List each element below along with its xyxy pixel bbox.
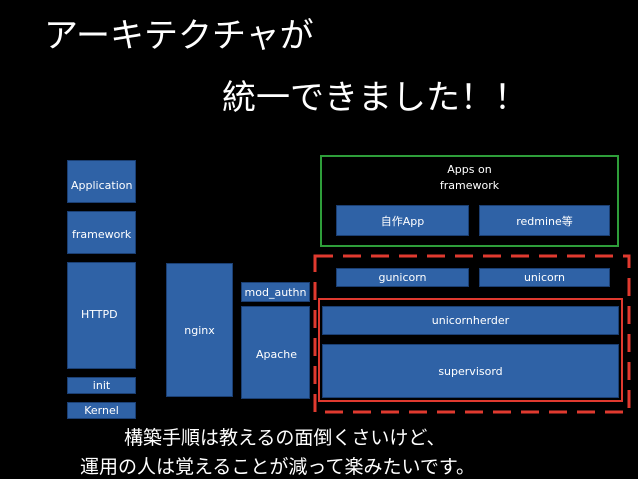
unicornherder-label: unicornherder xyxy=(431,314,510,327)
kernel-box: Kernel xyxy=(67,402,136,419)
redmine-label: redmine等 xyxy=(516,214,573,228)
httpd-label: HTTPD xyxy=(81,308,118,321)
nginx-label: nginx xyxy=(184,323,215,337)
framework-label: framework xyxy=(72,228,132,241)
application-box: Application xyxy=(67,160,136,203)
init-box: init xyxy=(67,377,136,394)
title-line1: アーキテクチャが xyxy=(44,16,314,56)
mod-authn-label: mod_authn xyxy=(244,285,307,299)
apps-frame-label-line2: framework xyxy=(439,179,500,192)
supervisord-label: supervisord xyxy=(438,364,503,378)
mod-authn-box: mod_authn xyxy=(241,282,310,302)
gunicorn-box: gunicorn xyxy=(336,268,469,287)
red-solid-frame xyxy=(318,298,623,402)
footer-line1: 構築手順は教えるの面倒くさいけど、 xyxy=(124,427,446,449)
apps-frame-label-line1: Apps on xyxy=(447,163,492,176)
kernel-label: Kernel xyxy=(84,404,119,417)
red-dashed-frame xyxy=(313,254,631,414)
nginx-box: nginx xyxy=(166,263,233,397)
init-label: init xyxy=(92,379,111,392)
custom-app-label: 自作App xyxy=(380,214,425,228)
supervisord-box: supervisord xyxy=(322,344,619,398)
custom-app-box: 自作App xyxy=(336,205,469,236)
gunicorn-label: gunicorn xyxy=(378,271,427,284)
unicornherder-box: unicornherder xyxy=(322,306,619,335)
footer-line2: 運用の人は覚えることが減って楽みたいです。 xyxy=(80,456,476,478)
application-label: Application xyxy=(71,179,133,192)
unicorn-label: unicorn xyxy=(523,271,566,284)
apps-frame xyxy=(320,155,619,247)
title-line2: 統一できました！！ xyxy=(222,78,528,118)
redmine-box: redmine等 xyxy=(479,205,610,236)
unicorn-box: unicorn xyxy=(479,268,610,287)
apache-box: Apache xyxy=(241,306,310,399)
httpd-box: HTTPD xyxy=(67,262,136,369)
apache-label: Apache xyxy=(256,348,298,361)
framework-box: framework xyxy=(67,211,136,254)
